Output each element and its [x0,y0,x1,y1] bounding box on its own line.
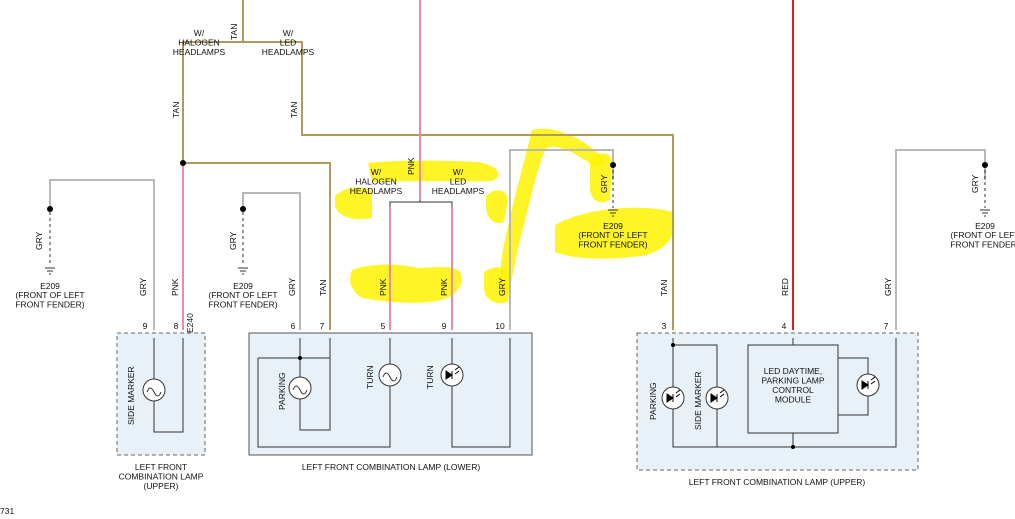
wire-label: GRY [599,174,609,193]
gry-wire-right [895,149,986,330]
wire-label: GRY [287,277,297,296]
wire-label: TAN [659,280,669,296]
led-module-box [747,344,839,434]
splice-points [47,160,988,212]
tan-wire-to-pin7 [183,162,331,330]
wire-label: RED [780,278,790,296]
wire-label: PNK [378,278,388,296]
wire-label: GRY [138,277,148,296]
gry-wire-lower [242,192,301,330]
ground-id: E209 [40,281,60,291]
pin-number: 4 [782,321,787,331]
pin-number: 8 [174,321,179,331]
wire-label: TAN [289,102,299,118]
right-upper-lamp: 3 4 7 PARKING SIDE MARKER LED DAYTIME,PA… [636,321,919,487]
wire-label: TAN [229,24,239,40]
wire-label: PNK [406,157,416,175]
ground-icon [45,209,990,275]
tan-wire-split [182,41,303,60]
component-label: TURN [365,365,375,389]
ground-leads [49,170,986,266]
pin-number: 5 [381,321,386,331]
wire-label: PNK [170,278,180,296]
wire-label: GRY [497,277,507,296]
pin-number: 10 [495,321,505,331]
wire-label: GRY [228,231,238,250]
lamp-label: LEFT FRONT COMBINATION LAMP (LOWER) [302,462,481,472]
pin-number: 9 [143,321,148,331]
splice-label: E240 [185,313,195,333]
component-label: PARKING [277,372,287,410]
wire-label: TAN [318,280,328,296]
pin-number: 7 [320,321,325,331]
wire-label: PNK [439,278,449,296]
page-number: 731 [0,506,14,516]
pin-number: 6 [291,321,296,331]
wire-label: GRY [883,277,893,296]
ground-id: E209 [603,221,623,231]
component-label: SIDE MARKER [693,371,703,430]
pin-number: 7 [884,321,889,331]
component-label: PARKING [648,382,658,420]
left-lower-lamp: 6 7 5 9 10 PARKING TURN TURN LEFT FRONT … [248,321,533,472]
pin-number: 3 [662,321,667,331]
component-label: TURN [425,365,435,389]
wires [49,0,986,330]
wire-label: GRY [970,174,980,193]
gry-wire-pin10 [509,149,614,330]
wire-labels: TAN TAN TAN PNK GRY GRY PNK GRY GRY TAN … [34,24,980,296]
pin-number: 9 [442,321,447,331]
gry-wire-left [49,179,155,330]
highlighter-marks [335,128,675,304]
wire-label: TAN [171,102,181,118]
component-label: SIDE MARKER [126,366,136,425]
lamp-label: LEFT FRONT COMBINATION LAMP (UPPER) [689,477,866,487]
wire-label: GRY [34,231,44,250]
ground-id: E209 [975,221,995,231]
ground-id: E209 [233,281,253,291]
